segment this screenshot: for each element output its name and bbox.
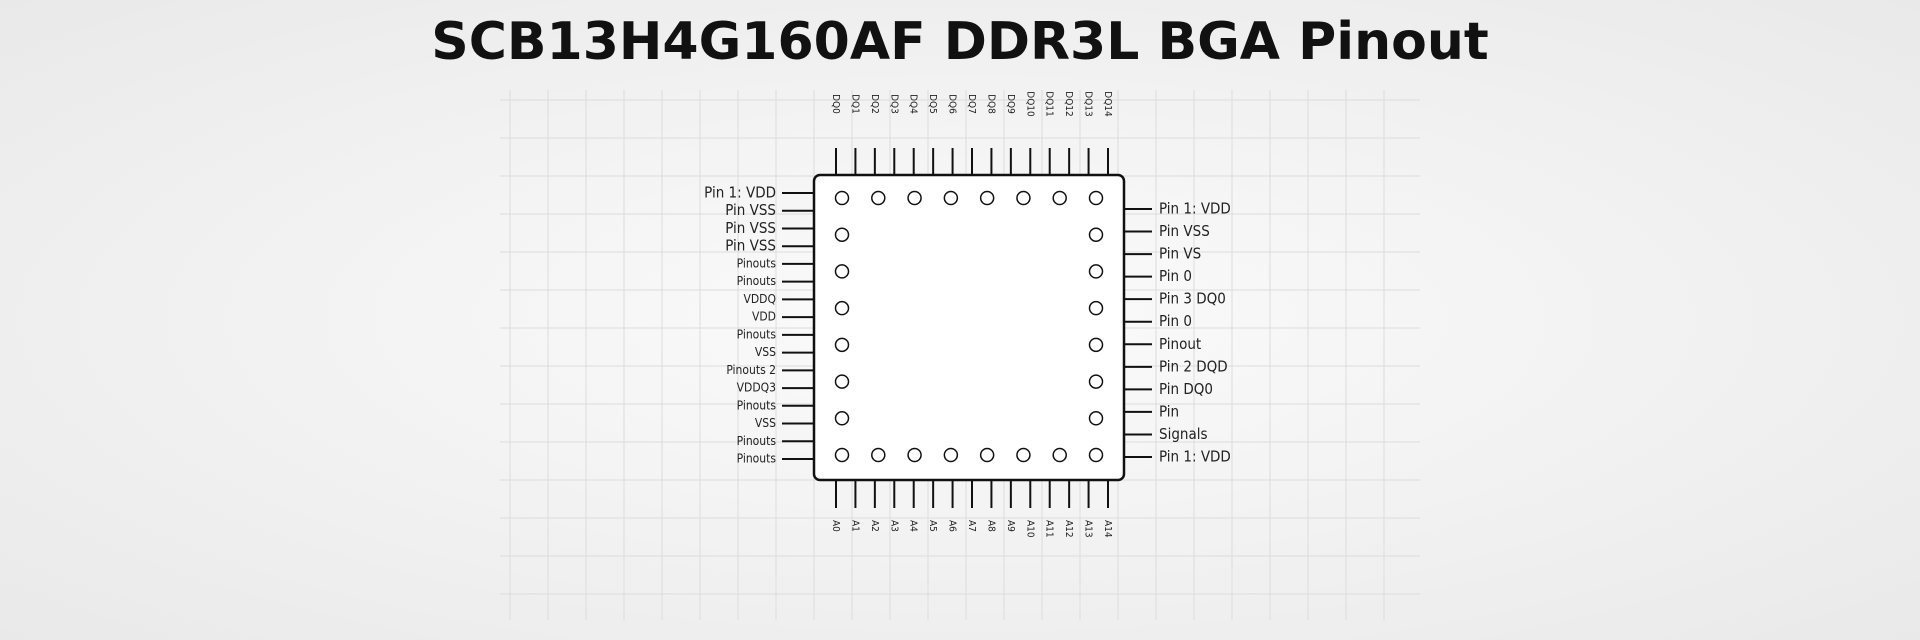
top-pin-label: DQ7 xyxy=(966,94,977,114)
solder-ball xyxy=(834,447,850,463)
top-pin-label: DQ11 xyxy=(1044,91,1055,116)
top-pin-label: DQ12 xyxy=(1063,91,1074,116)
solder-ball xyxy=(1052,190,1067,206)
right-pin-label: Pin 2 DQD xyxy=(1159,357,1228,375)
solder-ball xyxy=(834,411,850,426)
chip-body xyxy=(812,173,1126,482)
solder-ball xyxy=(943,447,959,463)
solder-ball xyxy=(979,447,995,463)
solder-balls xyxy=(834,190,1104,463)
top-pin-label: DQ14 xyxy=(1102,91,1113,117)
solder-ball xyxy=(834,337,850,353)
bottom-pin-label: A6 xyxy=(947,520,958,532)
top-pin-label: DQ3 xyxy=(888,94,899,114)
left-pin-label: VSS xyxy=(755,345,776,359)
bottom-pin-label: A14 xyxy=(1102,520,1113,538)
top-pin-label: DQ2 xyxy=(869,94,880,114)
top-pin-label: DQ13 xyxy=(1083,91,1094,116)
left-pin-label: Pinouts xyxy=(737,256,777,270)
left-pin-label: Pinouts xyxy=(737,327,777,341)
solder-ball xyxy=(1088,264,1104,279)
top-pin-label: DQ5 xyxy=(927,94,938,114)
right-pin-label: Pinout xyxy=(1159,335,1201,353)
right-pin-label: Pin VS xyxy=(1159,245,1201,263)
bottom-pin-label: A11 xyxy=(1044,520,1055,538)
solder-ball xyxy=(979,190,995,206)
right-pin-label: Pin DQ0 xyxy=(1159,380,1213,398)
bottom-pin-label: A5 xyxy=(927,520,938,532)
bottom-pin-label: A10 xyxy=(1024,520,1035,538)
solder-ball xyxy=(1088,411,1104,426)
page-title: SCB13H4G160AF DDR3L BGA Pinout xyxy=(431,12,1489,72)
top-pin-label: DQ8 xyxy=(985,94,996,114)
left-pin-label: Pinouts 2 xyxy=(726,363,776,377)
solder-ball xyxy=(834,227,850,242)
left-pin-label: Pinouts xyxy=(737,274,777,288)
top-pin-label: DQ0 xyxy=(830,94,841,114)
bottom-pin-label: A1 xyxy=(849,520,860,532)
right-pin-label: Pin 3 DQ0 xyxy=(1159,290,1226,308)
bottom-pin-label: A13 xyxy=(1083,520,1094,538)
solder-ball xyxy=(1088,227,1104,242)
right-pin-label: Pin VSS xyxy=(1159,222,1210,240)
left-pin-label: Pinouts xyxy=(737,434,777,448)
left-pin-label: Pin VSS xyxy=(725,201,776,219)
bottom-pin-label: A2 xyxy=(869,520,880,532)
bottom-pin-label: A7 xyxy=(966,520,977,532)
bottom-pin-label: A9 xyxy=(1005,520,1016,532)
top-pin-label: DQ1 xyxy=(849,94,860,114)
bottom-pin-label: A8 xyxy=(985,520,996,532)
pin-labels: DQ0 DQ1 DQ2 DQ3 DQ4 DQ5 DQ6 DQ7 DQ8 DQ9 DQ10 DQ11 DQ… xyxy=(704,91,1231,538)
solder-ball xyxy=(834,374,850,389)
background-grid xyxy=(500,90,1420,620)
right-pin-label: Pin xyxy=(1159,402,1179,420)
solder-ball xyxy=(1052,447,1067,463)
right-pin-label: Pin 0 xyxy=(1159,312,1192,330)
right-pin-label: Pin 1: VDD xyxy=(1159,200,1231,218)
top-pin-label: DQ6 xyxy=(947,94,958,114)
left-pin-label: VDDQ3 xyxy=(737,381,776,395)
solder-ball xyxy=(1088,190,1104,206)
solder-ball xyxy=(834,300,850,316)
solder-ball xyxy=(834,264,850,279)
bottom-pin-label: A0 xyxy=(830,520,841,532)
bottom-pin-label: A12 xyxy=(1063,520,1074,538)
right-pin-label: Signals xyxy=(1159,425,1208,443)
top-pin-label: DQ4 xyxy=(908,94,919,114)
right-pin-label: Pin 0 xyxy=(1159,267,1192,285)
top-pin-label: DQ9 xyxy=(1005,94,1016,114)
solder-ball xyxy=(943,190,959,206)
solder-ball xyxy=(1088,300,1104,316)
solder-ball xyxy=(1088,374,1104,389)
left-pin-label: Pinouts xyxy=(737,398,777,412)
solder-ball xyxy=(1016,447,1031,463)
left-pin-label: VDDQ xyxy=(743,292,776,306)
left-pin-label: Pinouts xyxy=(737,452,777,466)
solder-ball xyxy=(871,190,886,206)
solder-ball xyxy=(907,447,922,463)
solder-ball xyxy=(1016,190,1031,206)
left-pin-label: Pin 1: VDD xyxy=(704,184,776,202)
left-pin-label: Pin VSS xyxy=(725,237,776,255)
top-pin-label: DQ10 xyxy=(1024,91,1035,117)
pins-layer xyxy=(782,148,1152,508)
bottom-pin-label: A4 xyxy=(908,520,919,532)
solder-ball xyxy=(871,447,886,463)
left-pin-label: VSS xyxy=(755,416,776,430)
right-pin-label: Pin 1: VDD xyxy=(1159,448,1231,466)
solder-ball xyxy=(907,190,922,206)
left-pin-label: VDD xyxy=(752,310,776,324)
solder-ball xyxy=(834,190,850,206)
solder-ball xyxy=(1088,447,1104,463)
bottom-pin-label: A3 xyxy=(888,520,899,532)
left-pin-label: Pin VSS xyxy=(725,219,776,237)
solder-ball xyxy=(1088,337,1104,353)
